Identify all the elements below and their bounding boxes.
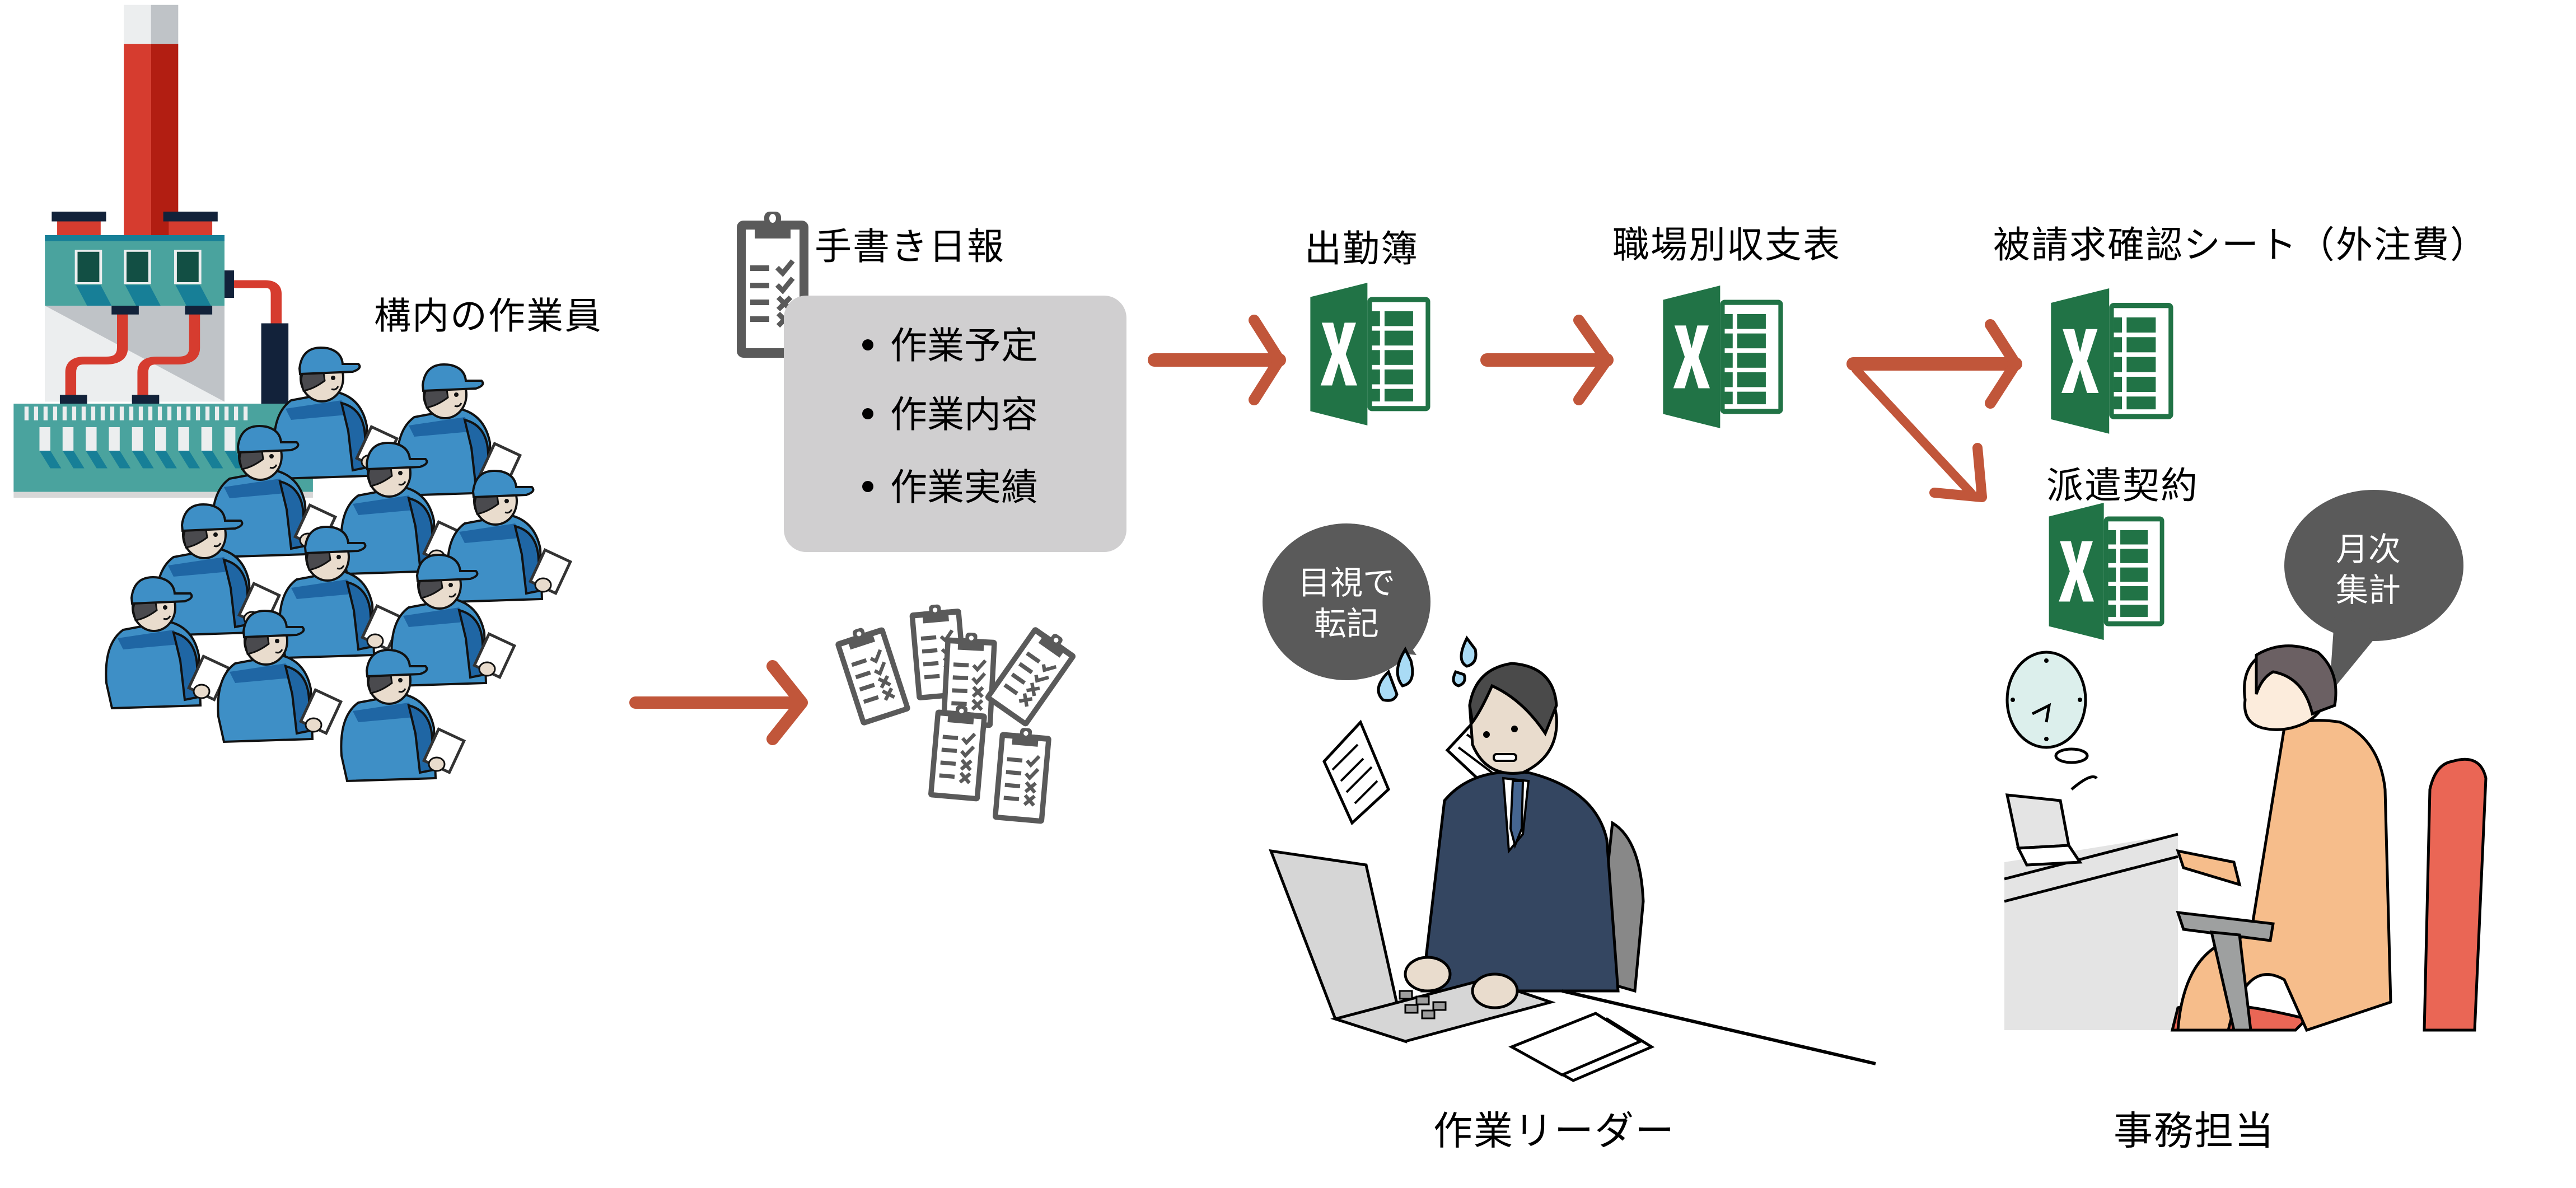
arrow-attendance-to-sitepl [1480,315,1614,405]
excel-icon [2051,288,2173,434]
daily-report-item: 作業予定 [862,328,1038,364]
attendance-label: 出勤簿 [1305,227,1419,270]
excel-icon [1663,286,1783,428]
leader-label: 作業リーダー [1433,1108,1675,1154]
bullet-icon [862,480,873,492]
daily-report-box [784,296,1126,552]
office-speech-text: 月次 集計 [2335,530,2401,609]
office-worker-illustration [2004,644,2488,1032]
worried-leader-illustration [1269,635,1876,1082]
arrow-workers-to-papers [629,660,808,745]
excel-icon [2049,503,2164,640]
daily-report-item: 作業内容 [862,396,1038,433]
leader-speech-text: 目視で 転記 [1297,564,1395,643]
bullet-icon [862,408,873,419]
daily-report-title: 手書き日報 [815,225,1005,268]
invoice-check-label: 被請求確認シート（外注費） [1993,223,2488,266]
speech-bubble [1263,523,1430,680]
excel-icon [1310,283,1430,425]
bullet-icon [862,339,873,350]
office-label: 事務担当 [2114,1108,2275,1154]
workers-label: 構内の作業員 [374,294,602,338]
site-pl-label: 職場別収支表 [1612,223,1841,266]
daily-report-item: 作業実績 [862,469,1038,506]
factory-illustration [13,4,313,498]
arrow-report-to-attendance [1148,315,1286,405]
arrow-sitepl-to-dispatch [1852,365,1987,502]
speech-bubble [2284,490,2463,694]
dispatch-contract-label: 派遣契約 [2046,464,2199,507]
arrow-sitepl-to-invoice [1846,319,2022,409]
